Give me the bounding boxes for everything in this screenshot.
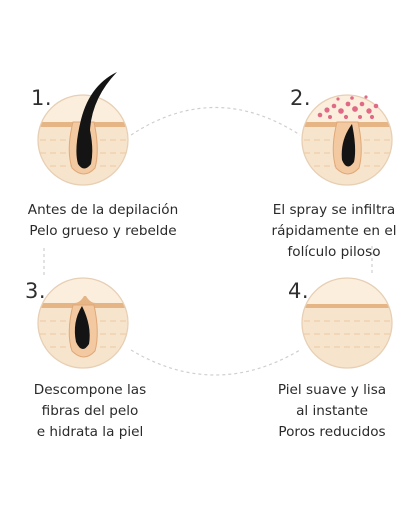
step-3-line-2: fibras del pelo: [41, 403, 139, 419]
step-3-number: 3.: [25, 279, 47, 303]
step-1-number: 1.: [31, 86, 53, 110]
step-2-line-3: folículo piloso: [287, 244, 381, 260]
step-3-illustration: [37, 277, 129, 369]
step-4-caption: Piel suave y lisa al instante Poros redu…: [248, 380, 416, 443]
connector-1-2: [130, 106, 301, 136]
connector-3-4: [130, 349, 301, 376]
step-4-illustration: [301, 277, 393, 369]
follicle-hair-icon: [341, 124, 356, 167]
step-4-line-1: Piel suave y lisa: [277, 382, 387, 398]
dissolving-hair-icon: [74, 306, 90, 350]
step-1-caption: Antes de la depilación Pelo grueso y reb…: [3, 200, 203, 242]
step-4-line-3: Poros reducidos: [278, 424, 386, 440]
step-4-number: 4.: [288, 279, 310, 303]
step-4-line-2: al instante: [296, 403, 368, 419]
step-3-line-3: e hidrata la piel: [36, 424, 144, 440]
step-2-number: 2.: [290, 86, 312, 110]
step-2-line-1: El spray se infiltra: [272, 202, 396, 218]
step-1-line-1: Antes de la depilación: [27, 202, 179, 218]
step-3-caption: Descompone las fibras del pelo e hidrata…: [0, 380, 190, 443]
step-3-line-1: Descompone las: [33, 382, 147, 398]
thick-hair-icon: [76, 72, 117, 169]
step-1-line-2: Pelo grueso y rebelde: [29, 223, 177, 239]
step-2-line-2: rápidamente en el: [271, 223, 397, 239]
step-connectors: [43, 106, 373, 376]
spray-droplets-icon: [317, 95, 379, 120]
step-2-caption: El spray se infiltra rápidamente en el f…: [254, 200, 414, 263]
